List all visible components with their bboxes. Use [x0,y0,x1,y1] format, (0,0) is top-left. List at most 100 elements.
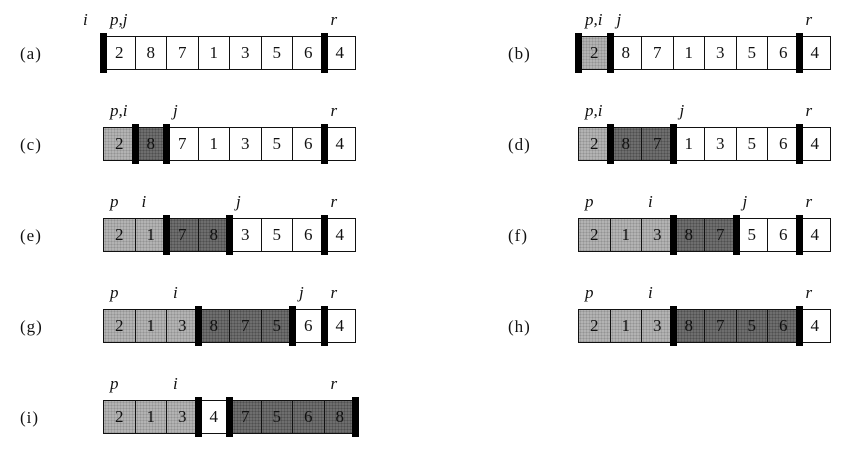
pointer-p-j: p,j [110,10,128,29]
array-cell: 2 [103,309,136,343]
array-cell: 2 [578,36,611,70]
array-cell: 7 [704,309,737,343]
panel-label: (c) [20,135,42,154]
array-cell: 1 [672,36,705,70]
pointer-j: j [616,10,622,29]
partition-bar [669,124,677,164]
pointer-i: i [141,192,147,211]
partition-bar [226,215,233,255]
array-cell: 7 [704,218,737,252]
partition-bar [131,124,139,164]
array-cell: 1 [134,309,167,343]
pointer-p-i: p,i [110,101,128,120]
array-cell: 2 [103,218,136,252]
pointer-r: r [805,101,813,120]
array-cell: 2 [578,127,611,161]
array-cell: 4 [323,36,356,70]
array-cell: 2 [578,218,611,252]
array-cell: 7 [641,36,674,70]
array-cell: 4 [323,127,356,161]
pointer-p: p [585,283,594,302]
partition-bar [669,306,677,346]
pointer-j: j [679,101,685,120]
array-cell: 7 [229,400,262,434]
panel-label: (d) [508,135,531,154]
array-cell: 8 [672,218,705,252]
pointer-p: p [110,283,119,302]
array-cell: 1 [134,400,167,434]
array-cell: 5 [735,218,768,252]
pointer-p: p [110,374,119,393]
array-cell: 3 [229,127,262,161]
pointer-r: r [805,283,813,302]
array-cell: 2 [103,36,136,70]
array-cell: 7 [641,127,674,161]
pointer-p-i: p,i [585,10,603,29]
array-cell: 3 [166,400,199,434]
array-cell: 5 [260,218,293,252]
array-cell: 5 [260,400,293,434]
array-cell: 8 [672,309,705,343]
array-cell: 3 [166,309,199,343]
pointer-i: i [173,283,178,302]
array-cell: 4 [798,127,831,161]
pointer-r: r [330,192,338,211]
pointer-j: j [299,283,304,302]
partition-bar [226,397,233,437]
partition-bar [795,306,803,346]
partition-bar [795,124,803,164]
array-cell: 5 [735,36,768,70]
partition-bar [320,306,328,346]
array-cell: 7 [166,218,199,252]
pointer-p: p [110,192,119,211]
array-cell: 6 [292,36,325,70]
panel-label: (e) [20,226,42,245]
pointer-j: j [173,101,178,120]
array-cell: 1 [672,127,705,161]
partition-bar [795,215,803,255]
array-cell: 3 [704,127,737,161]
array-cell: 3 [229,218,262,252]
pointer-p: p [585,192,594,211]
partition-bar [163,215,170,255]
array-cell: 1 [134,218,167,252]
array-cell: 6 [767,218,800,252]
partition-bar [606,33,614,73]
pointer-r: r [805,10,813,29]
array-cell: 5 [735,127,768,161]
panel-label: (h) [508,317,531,336]
pointer-r: r [330,374,338,393]
array-cell: 5 [260,36,293,70]
pointer-r: r [330,283,338,302]
array-cell: 7 [229,309,262,343]
partition-bar [320,33,328,73]
array-cell: 4 [798,218,831,252]
partition-bar [795,33,803,73]
partition-bar [194,397,202,437]
array-cell: 2 [578,309,611,343]
array-cell: 6 [292,218,325,252]
partition-bar [669,215,677,255]
partition-bar [100,33,107,73]
panel-label: (a) [20,44,42,63]
array-cell: 4 [323,218,356,252]
array-cell: 3 [229,36,262,70]
partition-bar [320,124,328,164]
pointer-i: i [173,374,178,393]
pointer-j: j [742,192,748,211]
pointer-r: r [805,192,813,211]
partition-bar [320,215,328,255]
array-cell: 1 [609,218,642,252]
partition-bar [732,215,740,255]
array-cell: 1 [609,309,642,343]
pointer-r: r [330,10,338,29]
array-cell: 8 [323,400,356,434]
array-cell: 6 [292,309,325,343]
array-cell: 8 [609,36,642,70]
array-cell: 3 [704,36,737,70]
array-cell: 2 [103,400,136,434]
pointer-i: i [83,10,88,29]
array-cell: 8 [609,127,642,161]
partition-bar [352,397,359,437]
panel-label: (i) [20,408,40,427]
